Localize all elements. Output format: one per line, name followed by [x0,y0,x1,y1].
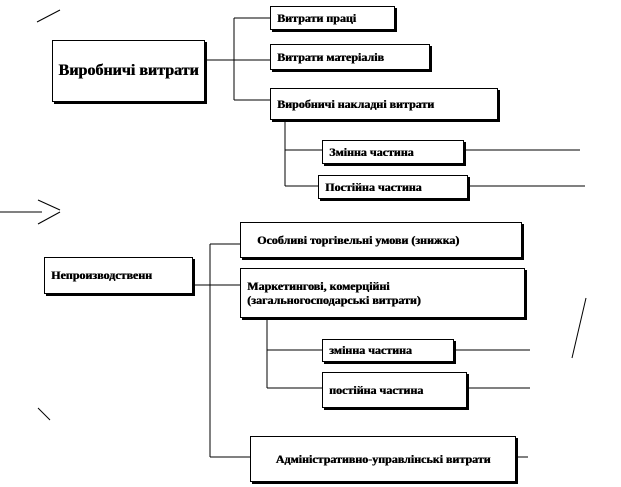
production-overhead-box: Виробничі накладні витрати [270,88,498,120]
production-costs-title: Виробничі витрати [58,62,199,80]
production-overhead-label: Виробничі накладні витрати [277,96,435,111]
nonproduction-costs-box: Непроизводственн [44,257,193,294]
labor-costs-box: Витрати праці [270,6,395,30]
nonproduction-costs-title: Непроизводственн [51,268,152,283]
marketing-fixed-box: постійна частина [322,372,467,408]
labor-costs-label: Витрати праці [277,10,356,25]
trade-terms-label: Особливі торгівельні умови (знижка) [257,232,460,247]
overhead-fixed-box: Постійна частина [318,175,468,199]
overhead-fixed-label: Постійна частина [325,179,422,194]
administrative-costs-box: Адміністративно-управлінські витрати [250,436,516,482]
material-costs-box: Витрати матеріалів [270,44,430,70]
marketing-costs-box: Маркетингові, комерційні (загальногоспод… [240,268,525,318]
production-costs-box: Виробничі витрати [52,40,205,102]
material-costs-label: Витрати матеріалів [277,49,384,64]
trade-terms-box: Особливі торгівельні умови (знижка) [240,222,522,258]
marketing-fixed-label: постійна частина [329,382,424,397]
administrative-costs-label: Адміністративно-управлінські витрати [275,451,491,466]
overhead-variable-label: Змінна частина [329,144,414,159]
overhead-variable-box: Змінна частина [322,140,464,164]
marketing-variable-box: змінна частина [322,339,454,362]
marketing-variable-label: змінна частина [329,343,412,358]
marketing-costs-label: Маркетингові, комерційні (загальногоспод… [247,278,421,307]
